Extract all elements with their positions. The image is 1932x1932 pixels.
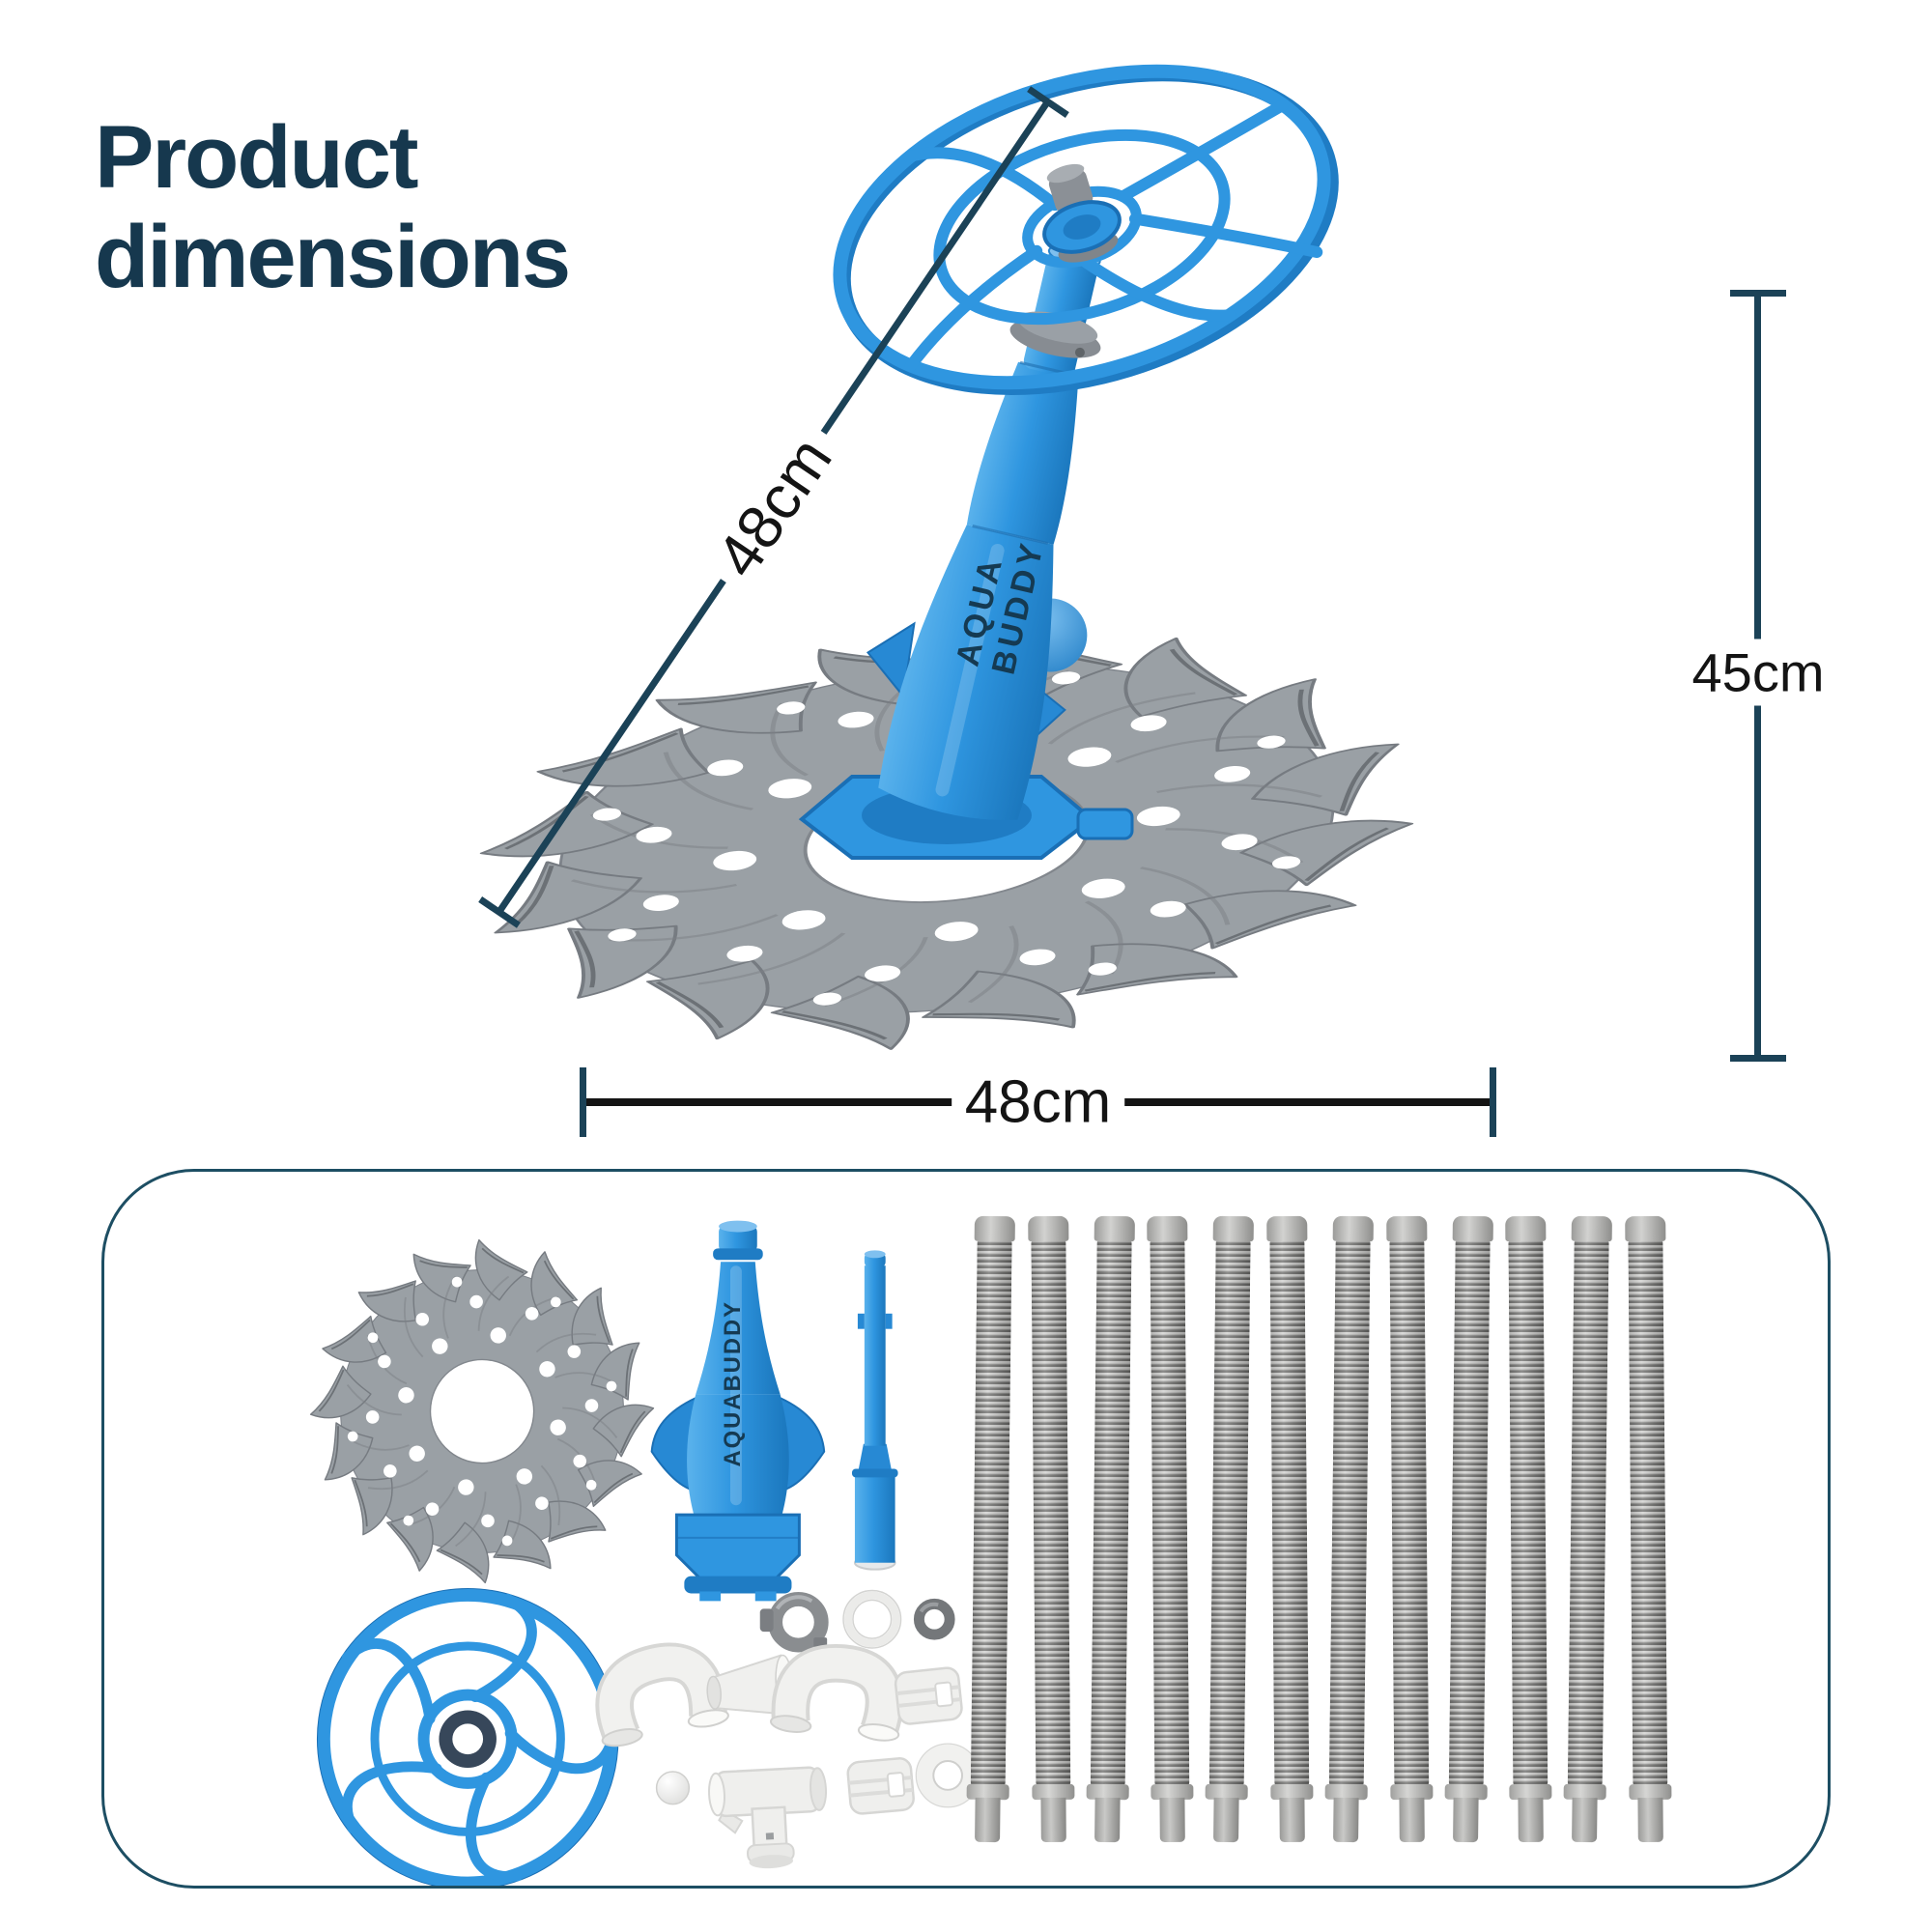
kit-white-o-ring <box>842 1589 902 1649</box>
hero-deflector-wheel <box>833 64 1339 395</box>
kit-dark-collar-ring <box>913 1598 955 1640</box>
kit-hose <box>1505 1215 1552 1843</box>
kit-hose <box>1385 1215 1434 1843</box>
kit-gasket-clip-ring <box>759 1591 829 1653</box>
hose-bottom-tip <box>1279 1797 1305 1843</box>
kit-hose <box>966 1215 1015 1843</box>
hose-corrugation <box>1628 1238 1668 1787</box>
dimension-tick <box>580 1067 586 1137</box>
hose-bottom-tip <box>1040 1797 1066 1843</box>
hose-corrugation <box>1508 1238 1548 1787</box>
hose-bottom-tip <box>1572 1797 1598 1843</box>
hose-corrugation <box>1269 1238 1310 1787</box>
hose-corrugation <box>1209 1238 1251 1787</box>
kit-disc <box>281 1210 683 1612</box>
hose-corrugation <box>1150 1238 1190 1787</box>
dimension-label: 45cm <box>1684 639 1833 706</box>
hose-bottom-tip <box>1213 1797 1239 1843</box>
hose-bottom-tip <box>975 1797 1001 1843</box>
hose-top-cap <box>1212 1215 1255 1242</box>
brand-text-joined: AQUABUDDY <box>720 1300 746 1467</box>
hose-top-cap <box>1027 1215 1069 1242</box>
hose-top-cap <box>1147 1215 1188 1242</box>
hose-bottom-tip <box>1452 1797 1479 1843</box>
kit-hose <box>1205 1215 1255 1843</box>
kit-panel: AQUABUDDY <box>101 1169 1831 1889</box>
page-title: Product dimensions <box>95 108 571 307</box>
title-line2: dimensions <box>95 208 571 307</box>
hose-corrugation <box>1567 1238 1609 1787</box>
hose-top-cap <box>974 1215 1015 1242</box>
kit-hose <box>1324 1215 1374 1843</box>
hose-corrugation <box>1448 1238 1491 1787</box>
dimension-label: 48cm <box>951 1065 1125 1139</box>
hose-corrugation <box>970 1238 1012 1787</box>
pool-cleaner-photo: AQUA BUDDY <box>425 64 1430 1063</box>
hose-bottom-tip <box>1637 1797 1663 1843</box>
hose-top-cap <box>1332 1215 1374 1242</box>
title-line1: Product <box>95 108 419 207</box>
hose-bottom-tip <box>1518 1797 1545 1843</box>
kit-hose <box>1266 1215 1314 1843</box>
kit-hose <box>1563 1215 1613 1843</box>
hose-bottom-tip <box>1332 1797 1359 1843</box>
kit-hose <box>1086 1215 1135 1843</box>
hose-top-cap <box>1266 1215 1308 1242</box>
kit-fitting-clip-2 <box>844 1755 917 1817</box>
hose-top-cap <box>1452 1215 1493 1242</box>
kit-hose <box>1027 1215 1075 1843</box>
kit-fitting-elbow-2 <box>770 1655 907 1747</box>
kit-parts: AQUABUDDY <box>104 1172 980 1886</box>
hose-top-cap <box>1505 1215 1547 1242</box>
hose-corrugation <box>1090 1238 1132 1787</box>
hose-corrugation <box>1328 1238 1371 1787</box>
hose-top-cap <box>1571 1215 1613 1242</box>
kit-fitting-ball <box>655 1771 691 1805</box>
dimension-width-48cm: 48cm <box>580 1065 1496 1139</box>
kit-handle-tube <box>851 1250 898 1571</box>
hose-top-cap <box>1625 1215 1666 1242</box>
hose-bottom-tip <box>1399 1797 1425 1843</box>
kit-fitting-clip-1 <box>892 1664 965 1727</box>
kit-fitting-tee <box>708 1766 828 1869</box>
dimension-tick <box>1730 290 1786 297</box>
kit-hose <box>1147 1215 1194 1843</box>
kit-hose <box>1625 1215 1672 1843</box>
hose-top-cap <box>1385 1215 1428 1242</box>
hose-corrugation <box>1389 1238 1430 1787</box>
hose-bottom-tip <box>1094 1797 1121 1843</box>
dimension-tick <box>1490 1067 1496 1137</box>
dimension-tick <box>1730 1055 1786 1062</box>
kit-main-body: AQUABUDDY <box>650 1220 826 1602</box>
kit-wheel-deflector <box>317 1588 619 1886</box>
hose-top-cap <box>1094 1215 1135 1242</box>
hose-bottom-tip <box>1159 1797 1186 1843</box>
kit-hose <box>1444 1215 1493 1843</box>
kit-hose-group <box>966 1215 1672 1843</box>
hose-corrugation <box>1031 1238 1071 1787</box>
dimension-height-45cm: 45cm <box>1684 290 1833 1062</box>
